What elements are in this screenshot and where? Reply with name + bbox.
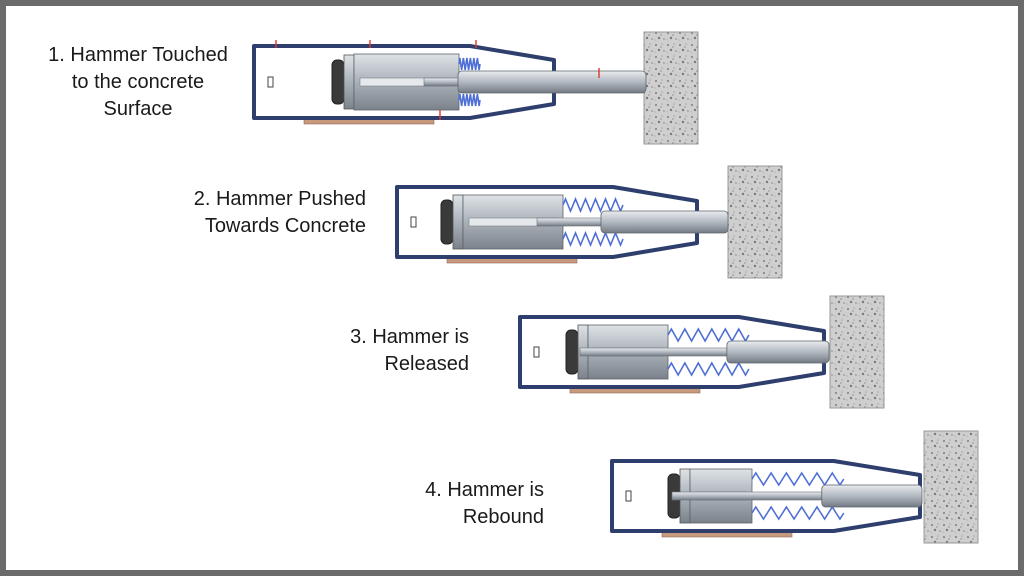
concrete-block-3 <box>829 295 885 409</box>
step-3-line-1: 3. Hammer is <box>350 326 469 348</box>
spring-lower-4 <box>751 505 845 521</box>
diagram-frame: 1. Hammer Touched to the concrete Surfac… <box>6 6 1018 570</box>
step-1-line-2: to the concrete <box>71 71 205 93</box>
hammer-knob-2 <box>440 199 454 245</box>
spring-upper-1 <box>458 57 481 71</box>
hammer-stage-4 <box>610 430 979 544</box>
hammer-knob-1 <box>331 59 345 105</box>
spring-lower-1 <box>458 93 481 107</box>
plunger-rod-2 <box>600 210 729 234</box>
step-3-label: 3. Hammer is Released <box>306 324 469 378</box>
step-2-line-2: Towards Concrete <box>204 215 366 237</box>
step-4-line-1: 4. Hammer is <box>425 479 544 501</box>
spring-upper-4 <box>751 471 845 487</box>
step-1-line-1: 1. Hammer Touched <box>48 44 228 66</box>
hammer-knob-3 <box>565 329 579 375</box>
guide-rod-3 <box>579 347 740 357</box>
concrete-block-4 <box>923 430 979 544</box>
hammer-stage-1 <box>252 31 699 145</box>
step-1-label: 1. Hammer Touched to the concrete Surfac… <box>28 42 248 123</box>
housing-clip-1 <box>267 76 274 88</box>
hammer-flange-2 <box>452 194 464 250</box>
plunger-rod-4 <box>821 484 923 508</box>
step-4-label: 4. Hammer is Rebound <box>386 477 544 531</box>
guide-rod-4 <box>671 491 835 501</box>
step-1-line-3: Surface <box>103 98 173 120</box>
housing-clip-4 <box>625 490 632 502</box>
step-3-line-2: Released <box>384 353 469 375</box>
spring-upper-3 <box>667 327 750 343</box>
step-2-label: 2. Hammer Pushed Towards Concrete <box>156 186 366 240</box>
plunger-rod-3 <box>726 340 830 364</box>
rebound-hammer-diagram <box>252 31 979 544</box>
plunger-rod-1 <box>457 70 647 94</box>
concrete-block-2 <box>727 165 783 279</box>
housing-clip-2 <box>410 216 417 228</box>
spring-upper-2 <box>562 196 624 214</box>
hammer-flange-1 <box>343 54 355 110</box>
spring-lower-2 <box>562 230 624 248</box>
concrete-block-1 <box>643 31 699 145</box>
step-4-line-2: Rebound <box>462 506 544 528</box>
hammer-stage-3 <box>518 295 885 409</box>
hammer-stage-2 <box>395 165 783 279</box>
housing-clip-3 <box>533 346 540 358</box>
spring-lower-3 <box>667 361 750 377</box>
step-2-line-1: 2. Hammer Pushed <box>193 188 366 210</box>
